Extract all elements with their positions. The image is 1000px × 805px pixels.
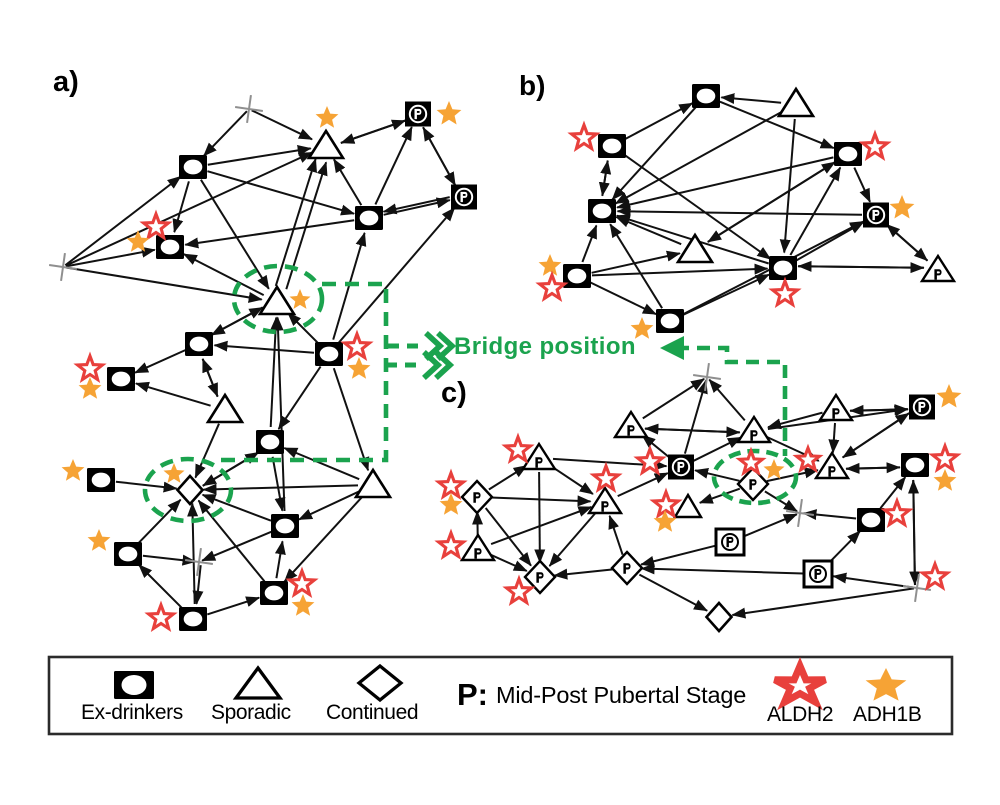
svg-text:Sporadic: Sporadic <box>211 701 291 724</box>
svg-text:Continued: Continued <box>326 701 418 724</box>
svg-text:ADH1B: ADH1B <box>853 703 922 726</box>
svg-text:c): c) <box>441 377 467 409</box>
svg-text:ALDH2: ALDH2 <box>767 703 833 726</box>
svg-text:Ex-drinkers: Ex-drinkers <box>81 701 183 724</box>
svg-text:Mid-Post Pubertal Stage: Mid-Post Pubertal Stage <box>496 682 746 708</box>
svg-text:b): b) <box>519 70 545 101</box>
svg-text:a): a) <box>53 66 79 98</box>
svg-text:P:: P: <box>457 677 488 712</box>
svg-text:Bridge position: Bridge position <box>454 333 636 360</box>
